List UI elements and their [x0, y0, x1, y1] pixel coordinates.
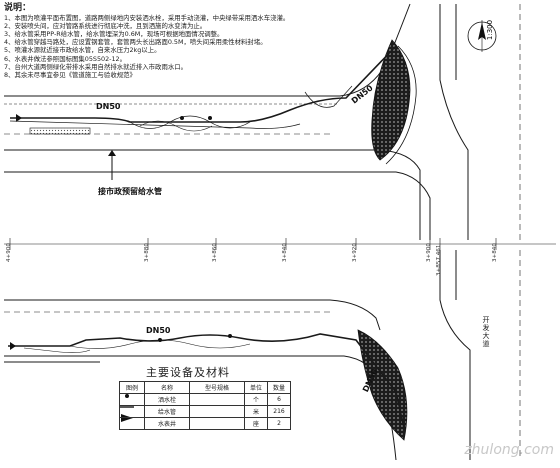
table-cell [189, 393, 245, 406]
bottom-water-main [8, 333, 405, 429]
table-cell: 米 [244, 405, 268, 418]
right-curb-c [439, 250, 471, 460]
top-island-border [385, 45, 417, 165]
top-wave-c [304, 85, 353, 108]
table-header: 图例 [119, 381, 145, 394]
connect-municipal-label: 接市政预留给水管 [98, 187, 162, 196]
note-line: 6、水表井做法参照国标图集05S502-12。 [4, 54, 126, 63]
bottom-sprinkler-a [158, 338, 162, 342]
table-header-row: 图例 名称 型号规格 单位 数量 [119, 381, 291, 394]
mileage-label: 3+860 [212, 243, 218, 262]
note-line: 2、安装喷头间，应对管路系统进行彻底冲洗，且到洒施的水变清为止。 [4, 22, 207, 31]
note-line: 7、台州大道两侧绿化带排水采用自然排水就近排入市政雨水口。 [4, 62, 188, 71]
bottom-branch [23, 347, 91, 353]
table-cell-icon [119, 393, 145, 406]
north-arrow-icon [467, 20, 497, 52]
mileage-label: 3+920 [352, 243, 358, 262]
mileage-label: 3+840 [282, 243, 288, 262]
table-row: 给水管 米 216 [119, 405, 291, 418]
table-header: 数量 [267, 381, 291, 394]
mileage-label: 3+900 [426, 243, 432, 262]
top-sprinkler-a [180, 116, 184, 120]
table-header: 名称 [144, 381, 190, 394]
watermark: zhulong.com [464, 442, 554, 458]
table-row: 水表井 座 2 [119, 417, 291, 430]
top-road-curb-outer [4, 171, 431, 240]
materials-table-title: 主要设备及材料 [146, 366, 230, 379]
table-cell: 个 [244, 393, 268, 406]
design-notes: 说明： 1、本图为喷灌平面布置图，道路两侧绿地内安装洒水栓，采用手动浇灌，中央绿… [4, 3, 304, 79]
note-line: 1、本图为喷灌平面布置图，道路两侧绿地内安装洒水栓，采用手动浇灌，中央绿带采用洒… [4, 14, 290, 23]
table-cell: 洒水栓 [144, 393, 190, 406]
road-name-label: 开发大道 [482, 316, 490, 348]
connect-arrowhead [108, 150, 116, 156]
top-sprinkler-b [208, 116, 212, 120]
dn50-label-bottom: DN50 [146, 326, 171, 335]
top-pipe-branch [9, 120, 301, 129]
mileage-label: 3+880 [144, 243, 150, 262]
mileage-label: 3+840 [492, 243, 498, 262]
note-line: 5、喷灌水源就近接市政给水管，自来水压力2kg以上。 [4, 46, 161, 55]
note-line: 8、其余未尽事宜参见《管道施工与验收规范》 [4, 70, 136, 79]
table-cell: 座 [244, 417, 268, 430]
bottom-valve-icon [10, 342, 16, 350]
table-cell: 216 [267, 405, 291, 418]
bottom-sprinkler-b [228, 334, 232, 338]
table-header: 单位 [244, 381, 268, 394]
scale-label: 1:300 [486, 19, 495, 41]
mileage-ticks [4, 238, 556, 250]
top-meter-well [29, 127, 91, 135]
table-cell: 6 [267, 393, 291, 406]
top-wave-b [139, 120, 213, 132]
mileage-label: 3+857.461 [436, 244, 442, 276]
table-row: 洒水栓 个 6 [119, 393, 291, 406]
table-cell: 水表井 [144, 417, 190, 430]
table-header: 型号规格 [189, 381, 245, 394]
note-line: 4、给水管穿越马路处，应设置钢套管，套管两头长出路面0.5M，喷头间采用柔性材料… [4, 38, 267, 47]
table-cell [189, 417, 245, 430]
table-cell: 给水管 [144, 405, 190, 418]
top-road-curb-lower [4, 149, 421, 240]
top-valve-icon [16, 114, 22, 122]
top-planting-island [371, 39, 411, 161]
table-cell [189, 405, 245, 418]
dn50-label-top: DN50 [96, 102, 121, 111]
table-cell-icon [119, 405, 145, 418]
materials-table: 图例 名称 型号规格 单位 数量 洒水栓 个 6 给水管 米 216 水表井 座… [119, 381, 291, 430]
table-cell: 2 [267, 417, 291, 430]
top-wave-a [129, 115, 251, 129]
table-cell-icon [119, 417, 145, 430]
note-line: 3、给水管采用PP-R给水管，给水管埋深为0.6M，现场可根据地面情况调整。 [4, 30, 224, 39]
right-curb-a [439, 4, 469, 240]
top-pipeline [9, 45, 397, 132]
bottom-curb-upper [4, 299, 381, 331]
mileage-label: 4+900 [6, 243, 12, 262]
top-water-main [10, 45, 397, 123]
notes-title: 说明： [4, 3, 32, 13]
